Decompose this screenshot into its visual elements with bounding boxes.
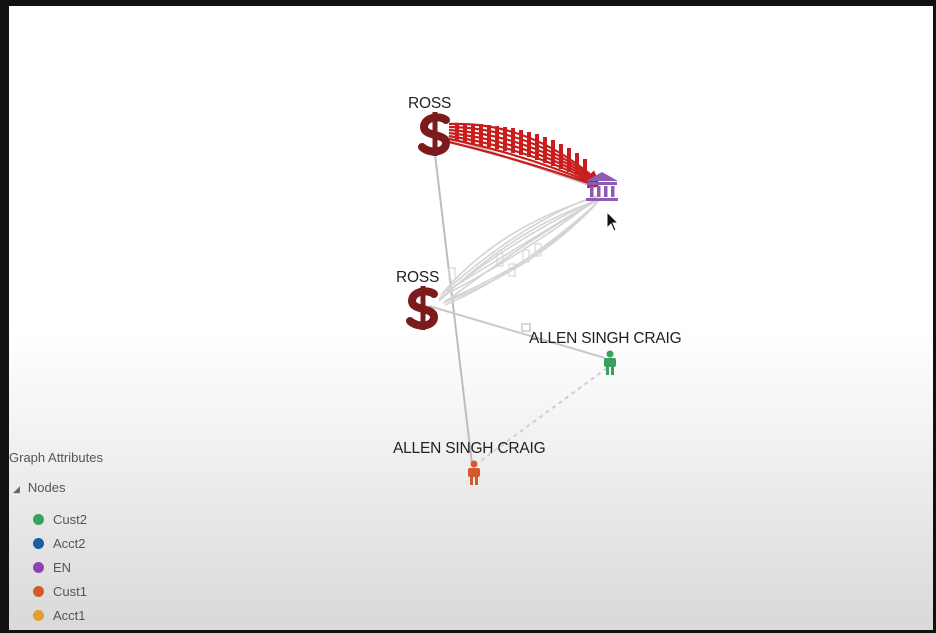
legend-label: EN <box>53 560 72 575</box>
highlighted-edge-bundle[interactable] <box>448 122 600 189</box>
graph-canvas[interactable] <box>9 6 936 633</box>
nodes-section-label: Nodes <box>27 480 66 495</box>
graph-attributes-title: Graph Attributes <box>9 450 103 465</box>
faded-edge-labels <box>448 243 542 281</box>
faded-edge-bundle[interactable] <box>438 195 599 306</box>
node-label-ross-top: ROSS <box>408 95 452 112</box>
legend-item-cust2[interactable]: Cust2 <box>33 512 87 527</box>
legend-label: Cust1 <box>53 584 87 599</box>
legend-dot <box>33 562 44 573</box>
triangle-collapse-icon[interactable]: ◢ <box>13 484 20 494</box>
legend-item-acct2[interactable]: Acct2 <box>33 536 86 551</box>
node-label-allen-bottom: ALLEN SINGH CRAIG <box>393 440 546 457</box>
edge-marker <box>521 323 531 332</box>
bank-icon[interactable] <box>586 172 618 201</box>
legend-item-cust1[interactable]: Cust1 <box>33 584 87 599</box>
legend-dot <box>33 610 44 621</box>
dollar-icon[interactable] <box>406 286 439 330</box>
legend-dot <box>33 538 44 549</box>
nodes-section-toggle[interactable]: ◢ Nodes <box>13 480 66 495</box>
person-icon[interactable] <box>604 350 616 376</box>
legend-dot <box>33 514 44 525</box>
cursor-icon <box>606 210 620 232</box>
highlighted-edge-ticks <box>455 124 587 178</box>
edge-allen-right-allen-bottom[interactable] <box>478 367 608 463</box>
node-label-allen-right: ALLEN SINGH CRAIG <box>529 330 682 347</box>
legend-dot <box>33 586 44 597</box>
legend-label: Acct2 <box>53 536 86 551</box>
legend-item-en[interactable]: EN <box>33 560 71 575</box>
legend-label: Cust2 <box>53 512 87 527</box>
edge-ross-mid-allen-right[interactable] <box>428 305 606 359</box>
node-label-ross-mid: ROSS <box>396 269 440 286</box>
legend-item-acct1[interactable]: Acct1 <box>33 608 86 623</box>
edge-ross-top-allen-bottom[interactable] <box>433 145 473 465</box>
dollar-icon[interactable] <box>418 112 451 156</box>
legend-label: Acct1 <box>53 608 86 623</box>
person-icon[interactable] <box>468 460 480 486</box>
